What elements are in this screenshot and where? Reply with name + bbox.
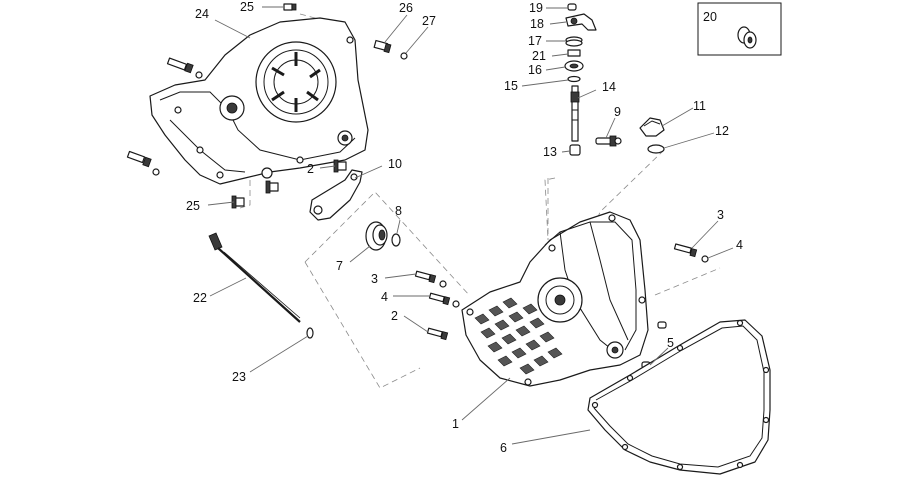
part-14-shaft [570, 85, 580, 142]
callout-7: 7 [336, 259, 343, 273]
part-16-seal [564, 60, 584, 72]
callout-2-top: 2 [307, 162, 314, 176]
callout-6: 6 [500, 441, 507, 455]
part-8-o-ring [391, 233, 401, 247]
leader-lines [207, 6, 734, 445]
part-18-lever [565, 13, 597, 31]
callout-25-bottom: 25 [186, 199, 200, 213]
callout-19: 19 [529, 1, 543, 15]
callout-8: 8 [395, 204, 402, 218]
callout-22: 22 [193, 291, 207, 305]
callout-10: 10 [388, 157, 402, 171]
mesh-pattern [474, 297, 563, 375]
shaft-assembly [564, 3, 597, 156]
callout-23: 23 [232, 370, 246, 384]
callout-4-right: 4 [736, 238, 743, 252]
callout-1: 1 [452, 417, 459, 431]
part-11-cap [639, 117, 665, 137]
callout-5: 5 [667, 336, 674, 350]
callout-4-left: 4 [381, 290, 388, 304]
callout-2-bottom: 2 [391, 309, 398, 323]
callout-labels: 24 25 26 27 19 18 17 21 16 15 14 9 11 12… [186, 0, 743, 455]
part-23-o-ring [306, 327, 314, 339]
part-19-pin [567, 3, 577, 11]
callout-15: 15 [504, 79, 518, 93]
callout-24: 24 [195, 7, 209, 21]
part-17-spring [565, 36, 583, 47]
callout-11: 11 [693, 99, 706, 113]
callout-16: 16 [528, 63, 542, 77]
assembly-guide-lines [239, 13, 721, 389]
part-9-fitting [595, 135, 622, 147]
part-6-gasket [587, 319, 771, 475]
callout-3-left: 3 [371, 272, 378, 286]
part-21-washer [567, 49, 581, 57]
callout-13: 13 [543, 145, 557, 159]
callout-3-right: 3 [717, 208, 724, 222]
part-7-sight-glass [365, 221, 388, 251]
callout-20: 20 [703, 10, 717, 24]
callout-25-top: 25 [240, 0, 254, 14]
callout-18: 18 [530, 17, 544, 31]
part-12-o-ring [647, 144, 665, 154]
callout-21: 21 [532, 49, 546, 63]
part-20-inset [697, 2, 782, 56]
callout-14: 14 [602, 80, 616, 94]
callout-27: 27 [422, 14, 436, 28]
part-1-lower-cover [461, 211, 649, 387]
part-22-dipstick [208, 232, 301, 323]
callout-26: 26 [399, 1, 413, 15]
lower-cover-left-bolts [414, 270, 460, 341]
callout-12: 12 [715, 124, 729, 138]
part-24-upper-cover [149, 17, 369, 185]
part-15-washer [567, 75, 581, 83]
callout-9: 9 [614, 105, 621, 119]
right-bolt [673, 243, 709, 263]
callout-17: 17 [528, 34, 542, 48]
part-10-bracket [309, 169, 363, 221]
part-13-bushing [569, 144, 581, 156]
